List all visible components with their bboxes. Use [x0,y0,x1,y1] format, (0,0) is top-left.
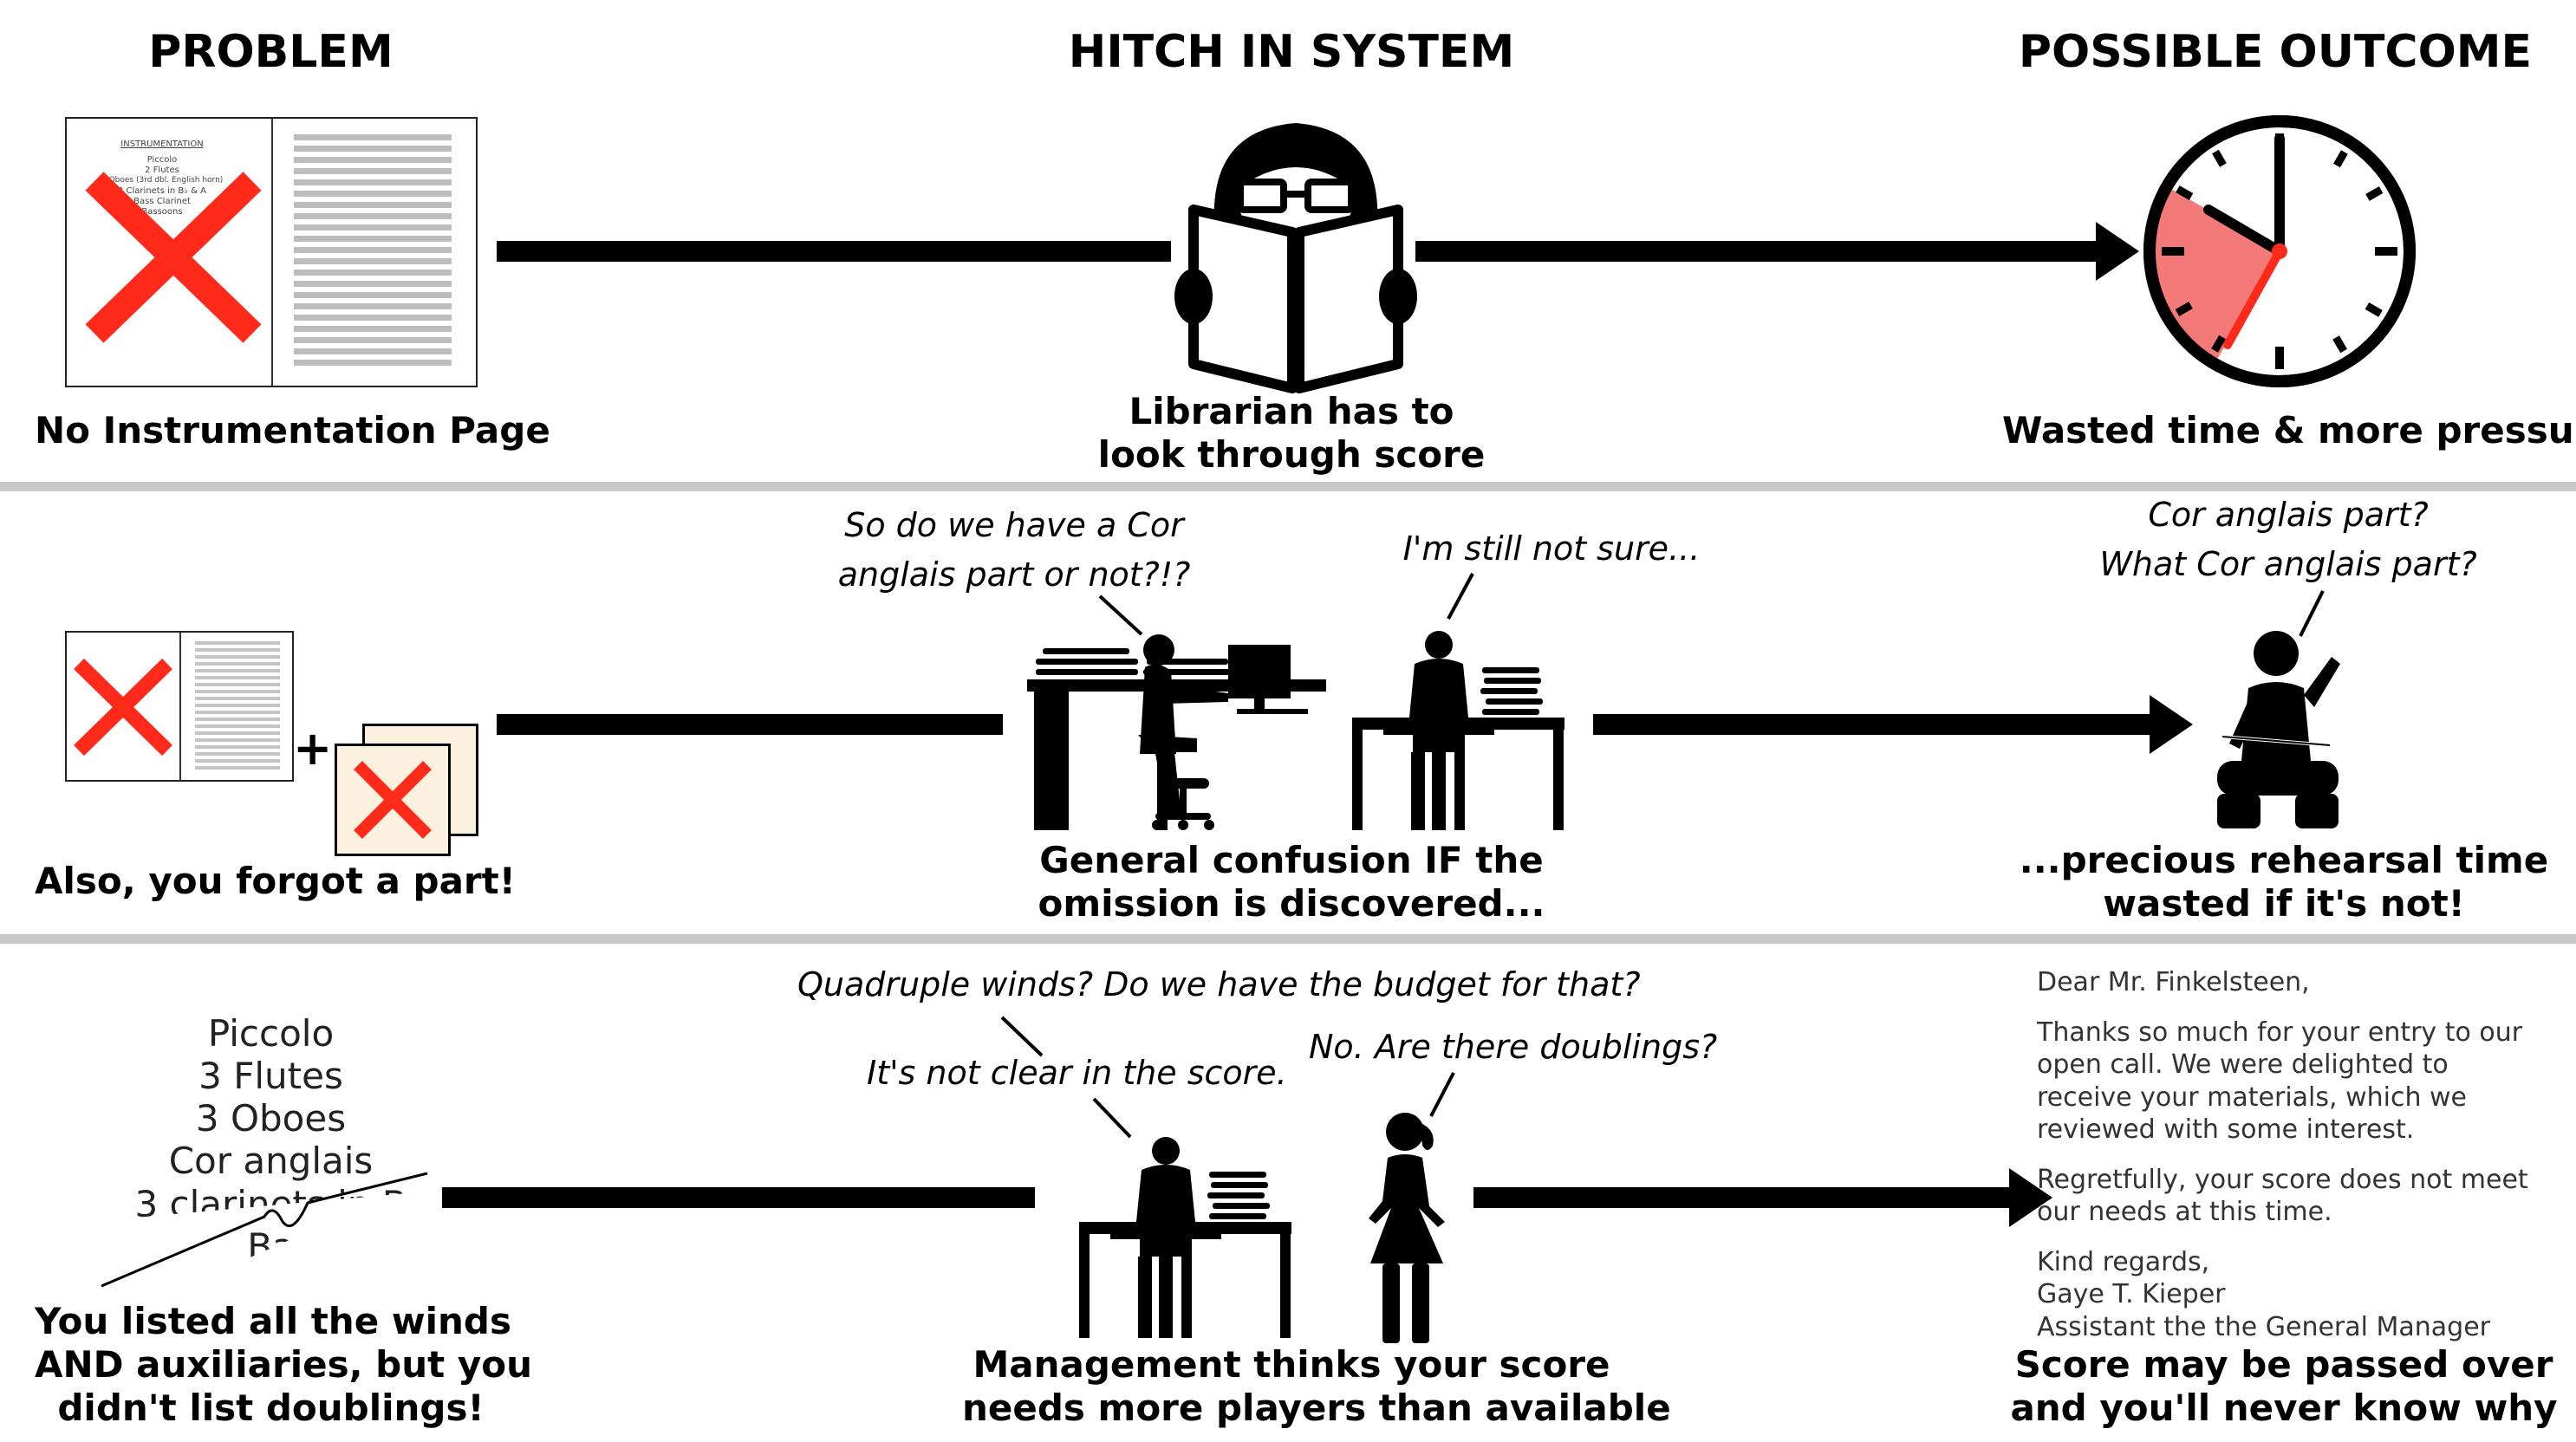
thumbnail-spine [271,119,273,386]
letter-salutation: Dear Mr. Finkelsteen, [2037,967,2310,997]
instrument-item: Piccolo [207,1012,335,1055]
row3-outcome-caption-line1: Score may be passed over [2014,1343,2553,1386]
row2-hitch-caption-line2: omission is discovered... [1038,882,1545,925]
speech-pointer [1000,1016,1044,1057]
instrument-item: 3 Flutes [198,1055,343,1098]
librarian-reading-icon [1174,123,1417,393]
row1-connector-left [497,241,1171,262]
row2-connector-left [497,714,1003,735]
seated-musician-icon [2217,631,2340,828]
score-thumbnail-row1: INSTRUMENTATION Piccolo 2 Flutes 2 Oboes… [65,117,478,387]
row2-problem-caption: Also, you forgot a part! [35,860,516,902]
speech-doublings-question: No. Are there doublings? [1309,1028,1718,1066]
row-divider-2 [0,934,2576,944]
cross-icon [85,172,262,343]
speech-cor-anglais-question: So do we have a Cor anglais part or not?… [832,501,1196,600]
header-problem: PROBLEM [148,26,394,78]
row3-outcome-caption-line2: and you'll never know why [2010,1387,2558,1429]
row1-outcome-caption: Wasted time & more pressure [2002,409,2576,451]
speech-pointer [1429,1072,1455,1117]
speech-line: What Cor anglais part? [2099,545,2477,583]
row3-problem-caption-line1: You listed all the winds [35,1300,511,1342]
letter-paragraph: Thanks so much for your entry to our ope… [2037,1017,2523,1146]
row3-arrowhead [2009,1168,2052,1227]
rejection-letter: Dear Mr. Finkelsteen, Thanks so much for… [2037,966,2540,1343]
row2-outcome-caption-line1: ...precious rehearsal time [2019,839,2549,881]
instrument-list: Piccolo 3 Flutes 3 Oboes Cor anglais 3 c… [52,1012,490,1272]
speech-line: So do we have a Cor [844,506,1184,544]
speech-what-cor-anglais: Cor anglais part? What Cor anglais part? [2098,490,2479,589]
row1-hitch-caption-line2: look through score [1097,433,1486,476]
thumbnail-line: Bassoons [141,207,183,217]
thumbnail-staff-lines [195,641,280,771]
thumbnail-title: INSTRUMENTATION [120,140,204,149]
row3-hitch-caption-line2: needs more players than available [962,1387,1671,1429]
row3-problem-caption-line3: didn't list doublings! [57,1387,485,1429]
speech-pointer [1447,573,1474,620]
instrument-item: 3 Oboes [195,1097,347,1140]
row3-connector-right [1473,1187,2015,1208]
woman-standing-icon [1369,1113,1445,1343]
speech-not-clear: It's not clear in the score. [867,1054,1287,1092]
row2-hitch-caption-line1: General confusion IF the [1039,839,1544,881]
thumbnail-line: Piccolo [146,155,178,165]
thumbnail-line: 2 Flutes [145,166,179,175]
thumbnail-spine [179,633,181,780]
thumbnail-staff-lines [294,134,452,368]
thumbnail-line: 2 Oboes (3rd dbl. English horn) [101,176,224,185]
row3-connector-left [442,1187,1035,1208]
missing-part-page [335,744,451,856]
thumbnail-line: 2 Clarinets in B♭ & A [118,186,206,196]
row2-connector-right [1593,714,2156,735]
cross-icon [354,761,432,839]
header-hitch: HITCH IN SYSTEM [1068,26,1515,78]
row1-connector-right [1415,241,2102,262]
manager-desk-icon [1079,1137,1291,1338]
speech-still-not-sure: I'm still not sure... [1402,529,1701,568]
cross-icon [74,658,172,757]
row3-hitch-caption-line1: Management thinks your score [973,1343,1610,1386]
header-outcome: POSSIBLE OUTCOME [2018,26,2533,78]
row2-arrowhead [2150,695,2193,754]
letter-paragraph: Regretfully, your score does not meet ou… [2037,1164,2528,1228]
row-divider-1 [0,482,2576,491]
row1-problem-caption: No Instrumentation Page [35,409,550,451]
row1-hitch-caption-line1: Librarian has to [1129,390,1454,432]
speech-pointer [1098,594,1143,636]
row3-problem-caption-line2: AND auxiliaries, but you [35,1343,532,1386]
speech-line: Cor anglais part? [2148,496,2429,534]
score-thumbnail-row2 [65,631,294,782]
office-worker-computer-icon [1027,634,1326,830]
speech-pointer [1092,1097,1132,1139]
speech-quadruple-winds: Quadruple winds? Do we have the budget f… [797,965,1641,1004]
letter-closing: Kind regards, [2037,1246,2210,1277]
clock-icon [2143,115,2416,387]
speech-pointer [2299,590,2325,637]
letter-signatory-name: Gaye T. Kieper [2037,1279,2226,1309]
row1-arrowhead [2096,222,2139,281]
row2-outcome-caption-line2: wasted if it's not! [2103,882,2465,925]
speech-line: anglais part or not?!? [837,555,1191,594]
plus-sign: + [293,721,333,776]
instrument-item: Cor anglais [168,1140,374,1183]
thumbnail-line: Bass Clarinet [133,197,191,206]
letter-signatory-title: Assistant the the General Manager [2037,1311,2491,1342]
office-worker-papers-icon [1352,631,1564,830]
torn-edge-icon [101,1172,428,1288]
